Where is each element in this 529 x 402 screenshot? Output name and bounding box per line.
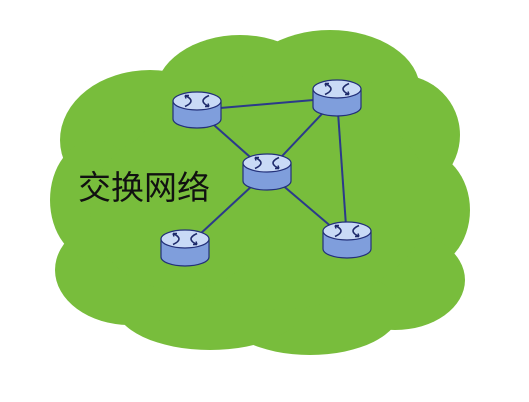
router-icon: [160, 229, 210, 267]
router-icon: [242, 153, 292, 191]
router-icon: [312, 79, 362, 117]
cloud-label: 交换网络: [78, 168, 210, 207]
link-router-top-right-to-router-bottom-right: [336, 97, 348, 241]
cloud-lobe: [90, 130, 270, 290]
router-icon: [172, 91, 222, 129]
router-icon: [322, 221, 372, 259]
network-routers: [160, 79, 372, 267]
